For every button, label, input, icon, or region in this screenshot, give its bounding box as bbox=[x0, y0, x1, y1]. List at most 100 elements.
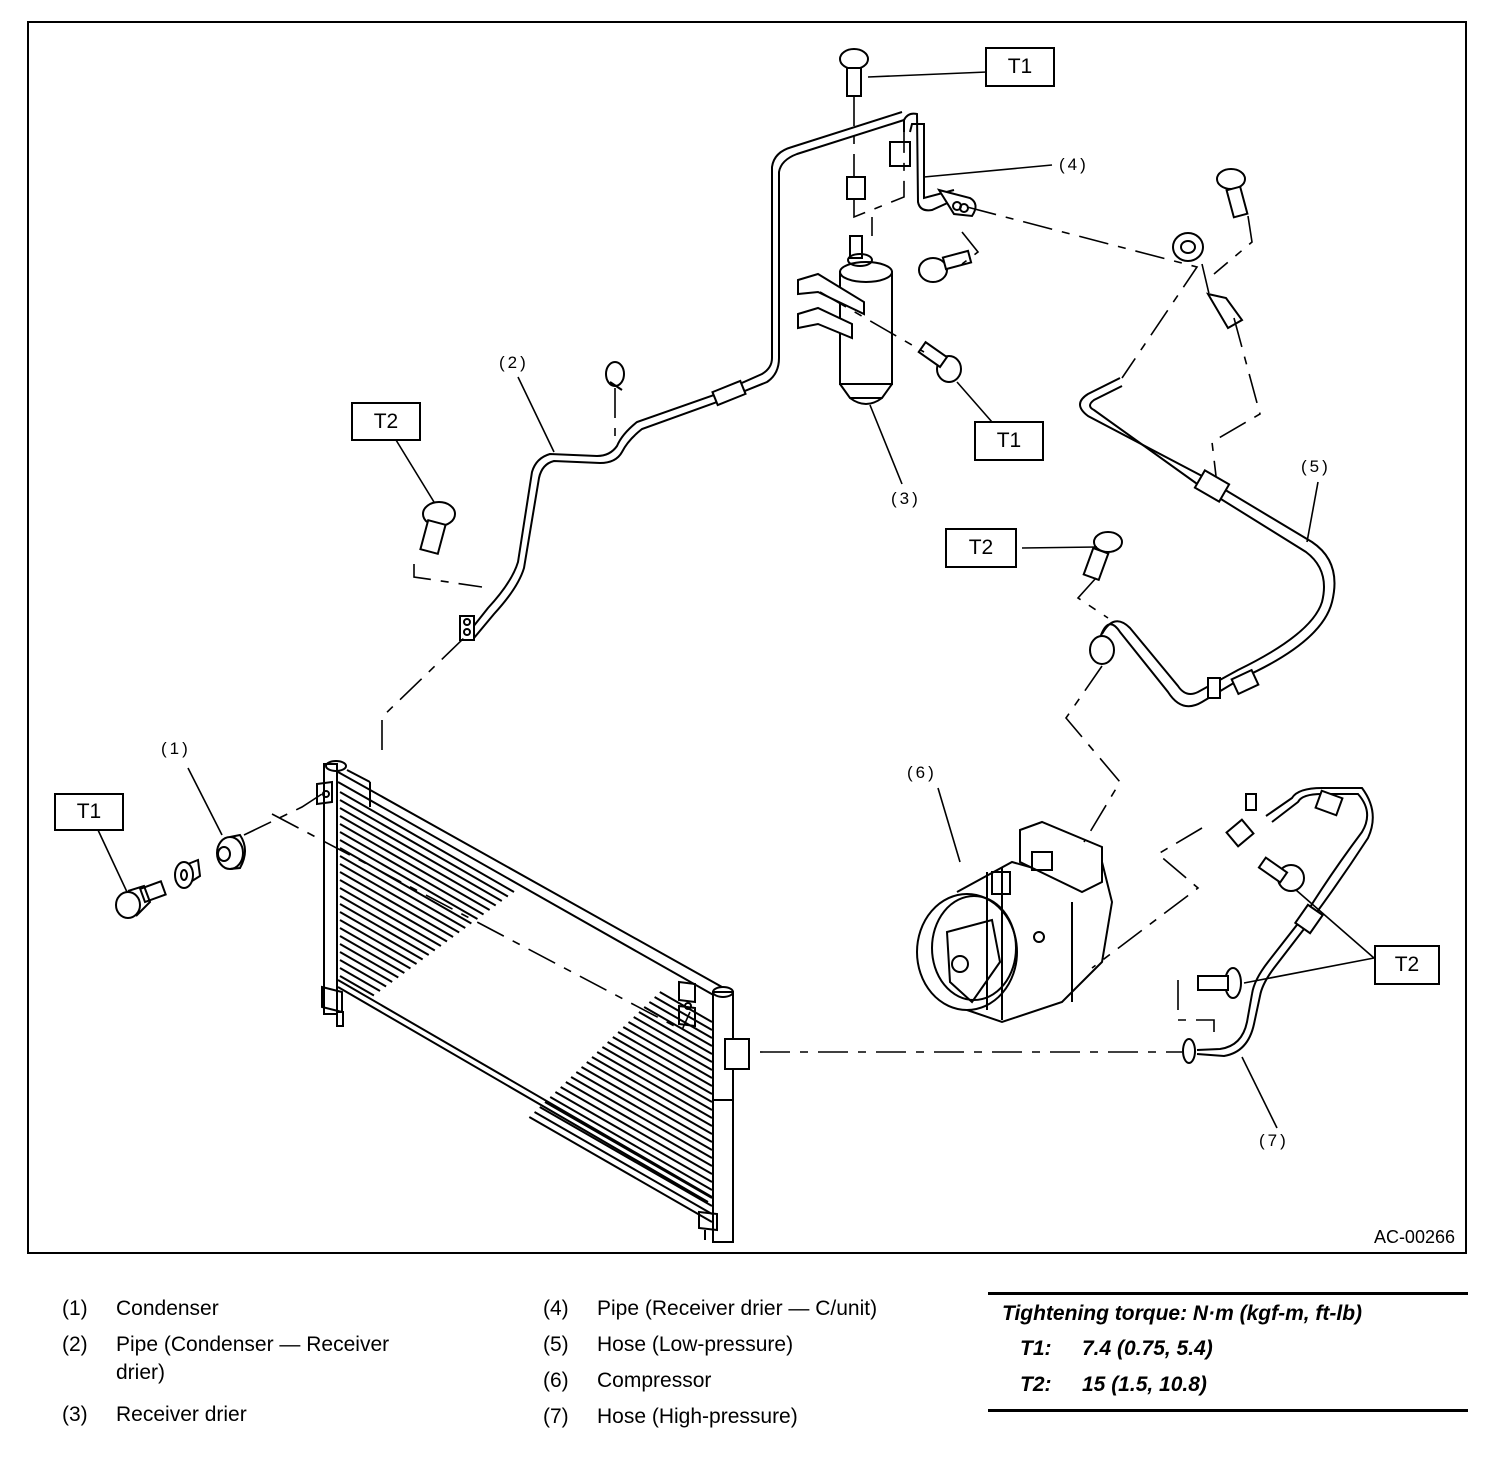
torque-value: 7.4 (0.75, 5.4) bbox=[1082, 1337, 1213, 1360]
condenser-fin bbox=[622, 1026, 713, 1079]
assembly-lines bbox=[243, 96, 1261, 1053]
condenser-fin bbox=[627, 1021, 713, 1071]
condenser-fin bbox=[581, 1066, 713, 1143]
low-pressure-hose bbox=[1079, 168, 1336, 708]
condenser-fin bbox=[339, 935, 405, 974]
legend-num: (1) bbox=[62, 1297, 88, 1320]
condenser-fin bbox=[339, 903, 430, 956]
legend-num: (5) bbox=[543, 1333, 569, 1356]
condenser-fin bbox=[643, 1006, 713, 1047]
high-pressure-hose bbox=[1182, 787, 1374, 1064]
condenser-fin bbox=[638, 1011, 713, 1055]
condenser-fin bbox=[539, 1106, 713, 1207]
condenser-fin bbox=[339, 911, 424, 961]
condenser-fin bbox=[339, 791, 515, 893]
callout-6: (6) bbox=[907, 763, 937, 782]
condenser-fin bbox=[339, 943, 399, 979]
condenser-fin bbox=[339, 831, 485, 916]
condenser-fin bbox=[596, 1051, 713, 1119]
condenser-fin bbox=[570, 1076, 713, 1159]
legend-num: (6) bbox=[543, 1369, 569, 1392]
condenser-fin bbox=[339, 895, 436, 952]
legend-label: Receiver drier bbox=[116, 1403, 247, 1426]
condenser-fin bbox=[339, 815, 497, 907]
condenser-fin bbox=[633, 1016, 713, 1063]
legend-num: (4) bbox=[543, 1297, 569, 1320]
condenser-fin bbox=[534, 1111, 713, 1215]
condenser-fin bbox=[339, 871, 454, 938]
condenser-fin bbox=[575, 1071, 713, 1151]
condenser-fin bbox=[339, 887, 442, 947]
condenser-fin bbox=[339, 863, 460, 934]
torque-tag-t2-compressor: T2 bbox=[1374, 945, 1440, 985]
torque-key: T2: bbox=[1020, 1373, 1052, 1396]
legend-label: Compressor bbox=[597, 1369, 712, 1392]
legend-item: (7) Hose (High-pressure) bbox=[543, 1399, 877, 1435]
pipe-drier-to-cunit bbox=[839, 48, 977, 218]
condenser-fin bbox=[659, 991, 713, 1023]
callout-7: (7) bbox=[1259, 1131, 1289, 1150]
torque-tag-t1-drier: T1 bbox=[974, 421, 1044, 461]
legend-num: (7) bbox=[543, 1405, 569, 1428]
condenser-fin bbox=[607, 1041, 713, 1103]
legend-num: (2) bbox=[62, 1333, 88, 1356]
torque-value: 15 (1.5, 10.8) bbox=[1082, 1373, 1207, 1396]
condenser-fin bbox=[565, 1081, 713, 1167]
torque-row: T1: 7.4 (0.75, 5.4) bbox=[988, 1331, 1468, 1367]
leader-lines bbox=[97, 71, 1375, 1129]
condenser-fin bbox=[339, 975, 375, 997]
condenser bbox=[316, 760, 750, 1243]
ac-system-exploded-view bbox=[97, 48, 1375, 1243]
condenser-fin bbox=[586, 1061, 713, 1135]
condenser-fin bbox=[549, 1096, 713, 1191]
condenser-fin bbox=[339, 799, 509, 898]
torque-key: T1: bbox=[1020, 1337, 1052, 1360]
parts-legend-col1: (1) Condenser (2) Pipe (Condenser — Rece… bbox=[62, 1291, 389, 1433]
callout-5: (5) bbox=[1301, 457, 1331, 476]
condenser-fin bbox=[654, 996, 713, 1031]
condenser-mount-parts bbox=[115, 833, 246, 919]
legend-num: (3) bbox=[62, 1403, 88, 1426]
condenser-fin bbox=[339, 967, 381, 992]
condenser-fin bbox=[591, 1056, 713, 1127]
condenser-fin bbox=[339, 839, 478, 920]
condenser-fin bbox=[339, 959, 387, 988]
legend-label: Condenser bbox=[116, 1297, 219, 1320]
legend-label: Pipe (Condenser — Receiver bbox=[116, 1333, 390, 1356]
legend-item: (6) Compressor bbox=[543, 1363, 877, 1399]
torque-tag-t1-condenser: T1 bbox=[54, 793, 124, 831]
legend-item: (5) Hose (Low-pressure) bbox=[543, 1327, 877, 1363]
legend-label: Pipe (Receiver drier — C/unit) bbox=[597, 1297, 878, 1320]
condenser-fin bbox=[339, 807, 503, 902]
condenser-fin bbox=[339, 823, 491, 911]
condenser-fin bbox=[560, 1086, 713, 1175]
legend-label: Hose (Low-pressure) bbox=[597, 1333, 794, 1356]
receiver-drier bbox=[797, 235, 973, 405]
callout-1: (1) bbox=[161, 739, 191, 758]
callout-4: (4) bbox=[1059, 155, 1089, 174]
legend-label: Hose (High-pressure) bbox=[597, 1405, 798, 1428]
callout-3: (3) bbox=[891, 489, 921, 508]
torque-tag-t1-top: T1 bbox=[985, 47, 1055, 87]
exploded-diagram-frame: T1 T1 T1 T2 T2 T2 (1) (2) (3) (4) (5) (6… bbox=[27, 21, 1467, 1254]
legend-item: (1) Condenser bbox=[62, 1291, 389, 1327]
condenser-fin bbox=[339, 855, 466, 929]
parts-legend-col2: (4) Pipe (Receiver drier — C/unit) (5) H… bbox=[543, 1291, 877, 1435]
legend-item: (3) Receiver drier bbox=[62, 1397, 389, 1433]
figure-id: AC-00266 bbox=[1373, 1227, 1455, 1247]
condenser-fin bbox=[544, 1101, 713, 1199]
condenser-fin bbox=[339, 927, 411, 970]
legend-item: (2) Pipe (Condenser — Receiver bbox=[62, 1327, 389, 1363]
condenser-fin bbox=[528, 1116, 713, 1223]
torque-row: T2: 15 (1.5, 10.8) bbox=[988, 1367, 1468, 1403]
legend-item: (4) Pipe (Receiver drier — C/unit) bbox=[543, 1291, 877, 1327]
compressor bbox=[916, 820, 1114, 1024]
torque-table: Tightening torque: N·m (kgf-m, ft-lb) T1… bbox=[988, 1292, 1468, 1412]
torque-tag-t2-hose: T2 bbox=[945, 528, 1017, 568]
condenser-fin bbox=[601, 1046, 713, 1111]
torque-table-title: Tightening torque: N·m (kgf-m, ft-lb) bbox=[1002, 1302, 1363, 1325]
legend-label: drier) bbox=[116, 1361, 166, 1384]
condenser-fin bbox=[612, 1036, 713, 1095]
legend-item-continuation: drier) bbox=[62, 1355, 389, 1391]
condenser-fin bbox=[648, 1001, 713, 1039]
